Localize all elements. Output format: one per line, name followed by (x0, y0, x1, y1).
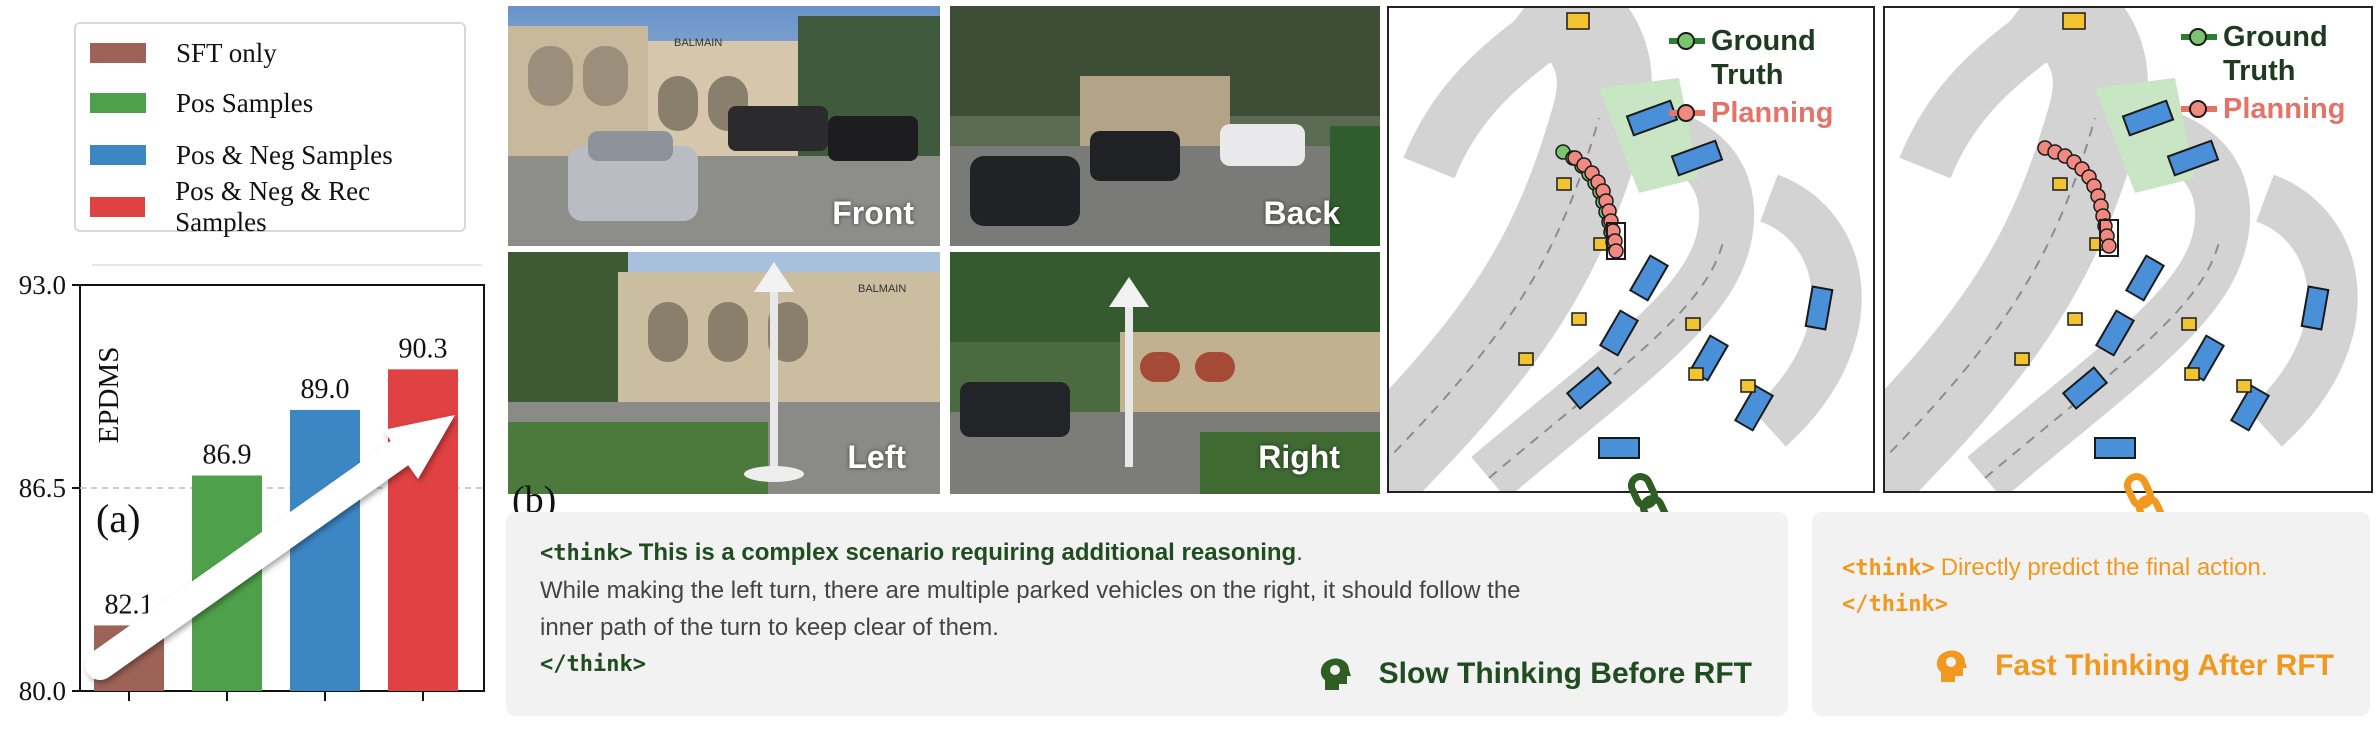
slow-caption: Slow Thinking Before RFT (1315, 654, 1752, 694)
ground-truth-line-icon (1669, 32, 1705, 50)
legend-swatch (90, 93, 146, 113)
think-open-tag: <think> (1842, 556, 1935, 581)
y-axis-label: EPDMS (93, 347, 125, 444)
think-close-tag: </think> (540, 652, 646, 677)
building-sign: BALMAIN (858, 283, 906, 295)
bar-value-label: 86.9 (203, 440, 252, 471)
legend-swatch (90, 145, 146, 165)
planning-point (2101, 238, 2117, 254)
camera-left: BALMAIN Left (508, 252, 940, 494)
left-camera-image: BALMAIN (508, 252, 940, 494)
bev-scene (1389, 8, 1862, 491)
slow-body-line-2: inner path of the turn to keep clear of … (540, 614, 999, 641)
front-camera-image: BALMAIN (508, 6, 940, 246)
camera-label-right: Right (1258, 439, 1340, 475)
slow-thinking-box: <think> This is a complex scenario requi… (506, 512, 1788, 716)
slow-thinking-text: <think> This is a complex scenario requi… (540, 534, 1521, 683)
ego-vehicle (2099, 219, 2119, 257)
fast-text: Directly predict the final action. (1940, 554, 2268, 581)
y-tick-label: 93.0 (19, 270, 66, 300)
panel-a-label: (a) (96, 496, 140, 541)
planning-label: Planning (2223, 93, 2346, 125)
slow-caption-text: Slow Thinking Before RFT (1378, 657, 1752, 690)
fast-thinking-box: <think> Directly predict the final actio… (1812, 512, 2370, 716)
legend-label: SFT only (176, 37, 277, 68)
camera-back: Back (950, 6, 1380, 246)
slow-headline-end: . (1296, 539, 1303, 566)
legend-separator (92, 264, 482, 266)
fast-caption-text: Fast Thinking After RFT (1995, 649, 2334, 682)
think-open-tag: <think> (540, 541, 633, 566)
ego-vehicle (1606, 222, 1626, 260)
ground-truth-line-icon (2181, 28, 2217, 46)
y-tick-label: 80.0 (19, 676, 66, 706)
camera-label-left: Left (847, 439, 906, 475)
legend-label: Pos & Neg & Rec Samples (175, 176, 371, 237)
planning-line-icon (1669, 104, 1705, 122)
slow-headline: This is a complex scenario requiring add… (638, 539, 1297, 566)
legend-label: Pos Samples (176, 87, 314, 118)
legend-item-pos: Pos Samples (90, 88, 313, 118)
planning-label: Planning (1711, 97, 1834, 129)
bev-scene (1885, 8, 2358, 491)
legend-label: Pos & Neg Samples (176, 139, 393, 170)
camera-label-back: Back (1263, 195, 1341, 231)
legend-swatch (90, 43, 146, 63)
camera-right: Right (950, 252, 1380, 494)
bar-value-label: 89.0 (301, 374, 350, 405)
legend-item-sft: SFT only (90, 38, 277, 68)
chart-legend: SFT only Pos Samples Pos & Neg Samples P… (74, 22, 466, 237)
planning-point (1608, 243, 1624, 259)
brain-lightbulb-icon (1937, 650, 1968, 682)
fast-caption: Fast Thinking After RFT (1931, 646, 2334, 686)
bar-value-label: 90.3 (399, 333, 448, 364)
fast-thinking-text: <think> Directly predict the final actio… (1842, 550, 2268, 623)
bar-3 (290, 409, 360, 691)
bar-chart: 82.186.989.090.3 80.086.593.0 EPDMS (a) (19, 270, 485, 706)
slow-body-line-1: While making the left turn, there are mu… (540, 577, 1521, 604)
planning-line-icon (2181, 100, 2217, 118)
building-sign: BALMAIN (674, 37, 722, 49)
brain-gear-icon (1320, 658, 1351, 690)
legend-swatch (90, 197, 146, 217)
y-tick-label: 86.5 (19, 473, 66, 503)
camera-label-front: Front (832, 195, 914, 231)
trend-arrow (85, 415, 455, 680)
right-camera-image (950, 252, 1380, 494)
legend-item-pos-neg-rec: Pos & Neg & Rec Samples (90, 176, 464, 237)
think-close-tag: </think> (1842, 592, 1948, 617)
back-camera-image (950, 6, 1380, 246)
legend-item-pos-neg: Pos & Neg Samples (90, 140, 393, 170)
camera-front: BALMAIN Front (508, 6, 940, 246)
